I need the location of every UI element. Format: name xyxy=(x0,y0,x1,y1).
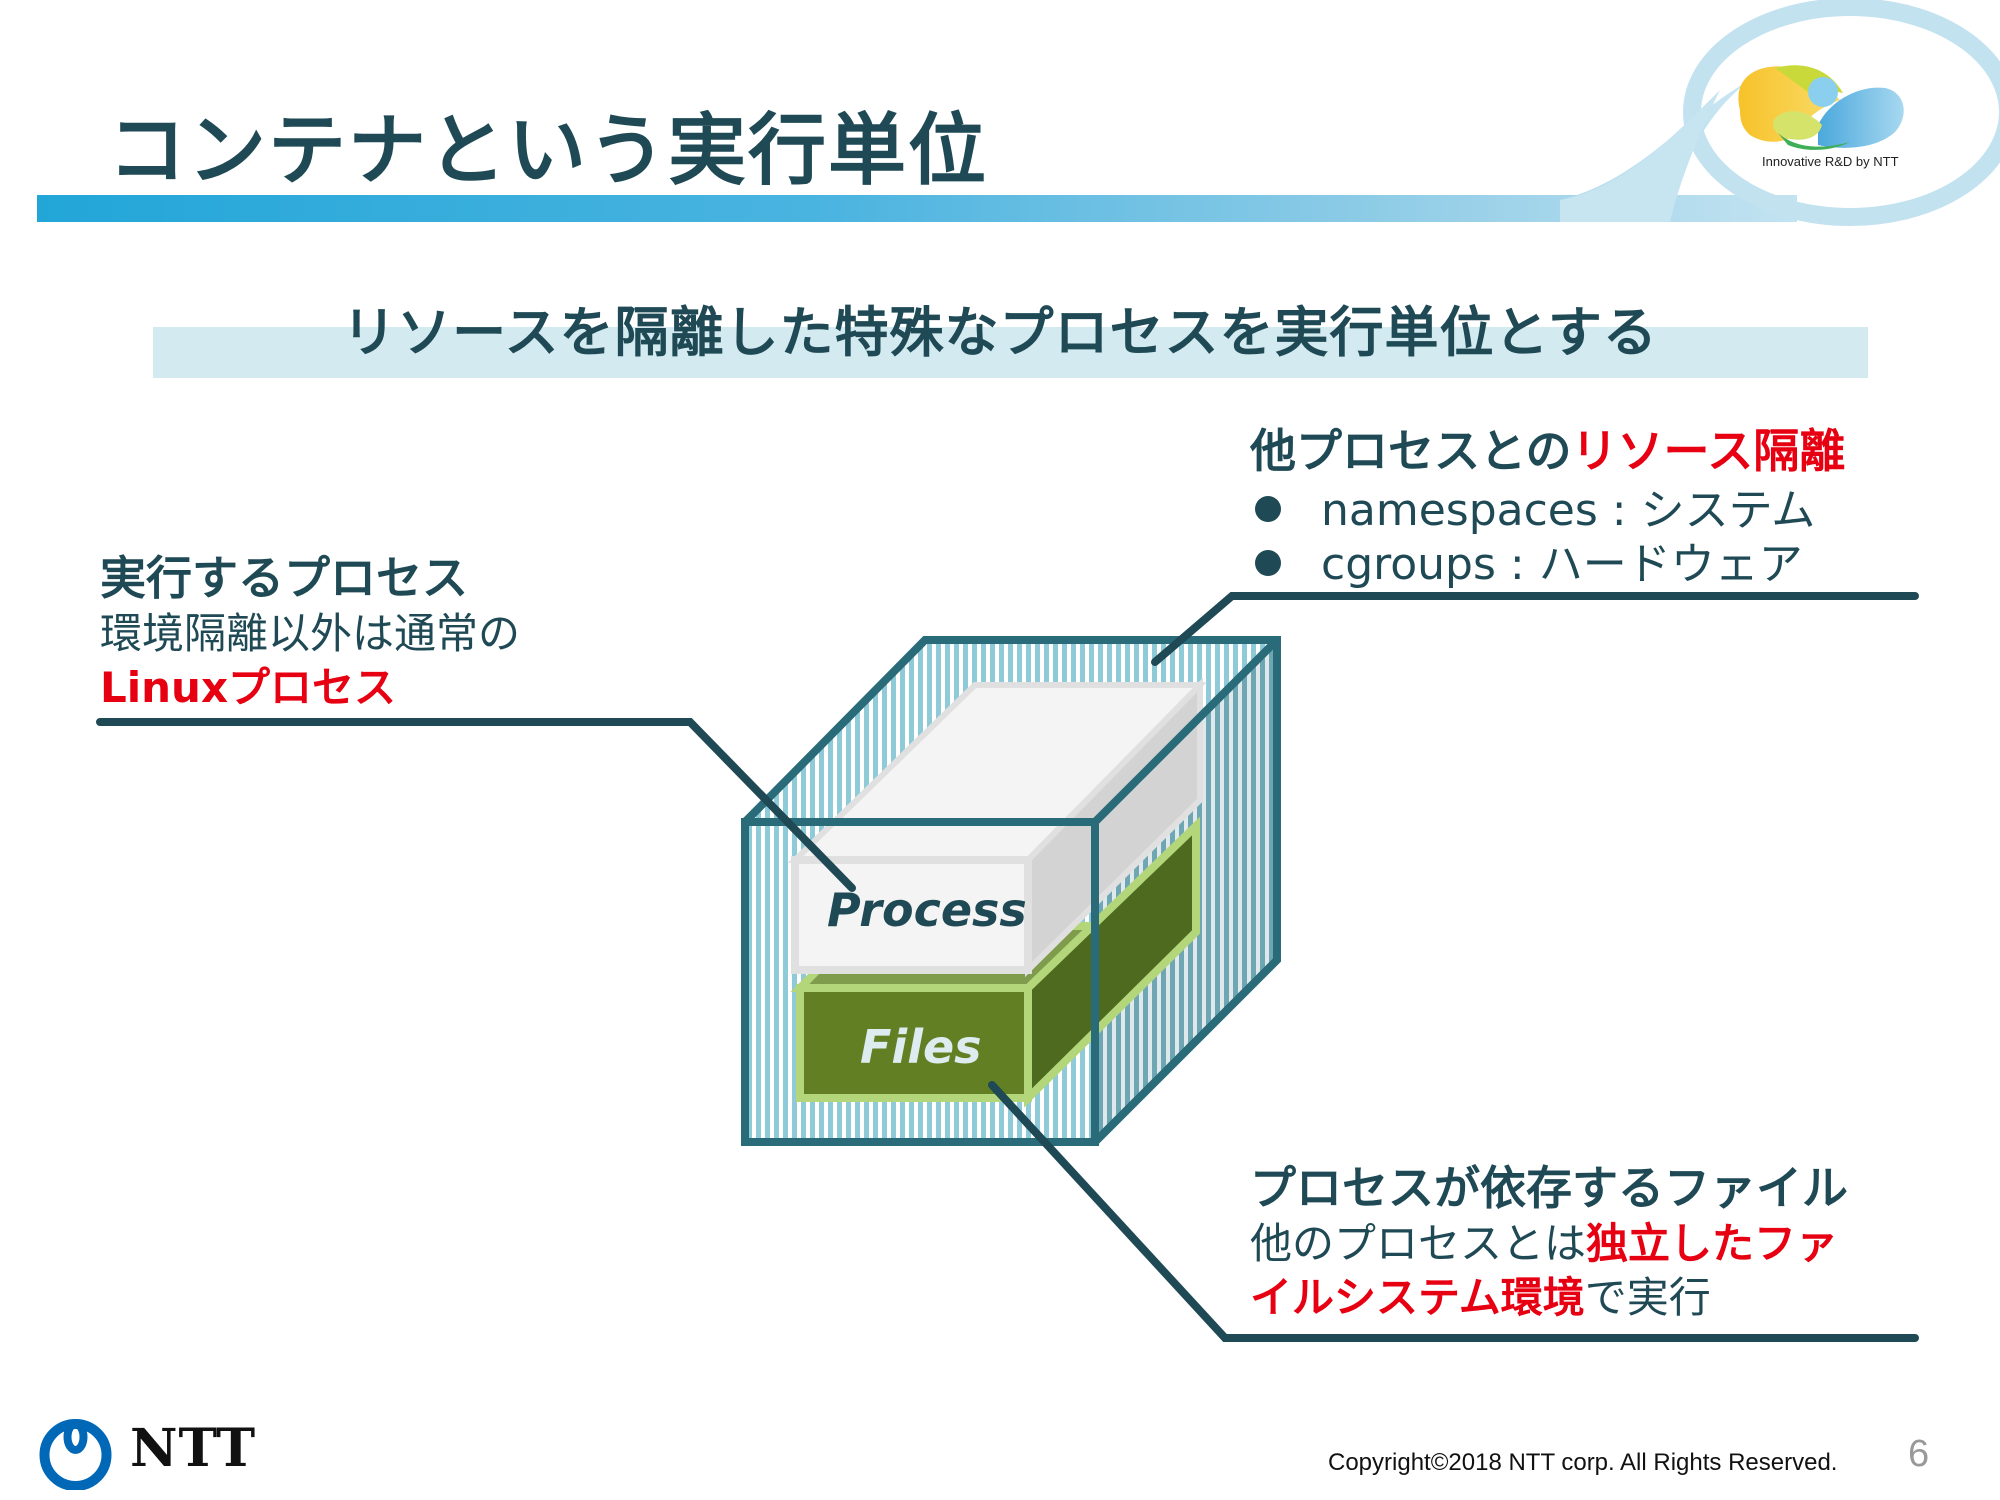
files-label-title: プロセスが依存するファイル xyxy=(1250,1161,1848,1215)
process-block-label: Process xyxy=(827,883,1027,937)
bullet-desc: システム xyxy=(1640,485,1816,536)
ntt-logo-icon xyxy=(39,1419,112,1490)
files-line1-plain: 他のプロセスとは xyxy=(1250,1219,1587,1268)
subtitle-band xyxy=(153,327,1868,378)
isolation-title: 他プロセスとのリソース隔離 xyxy=(1250,415,1845,481)
files-block-front xyxy=(796,984,1032,1102)
process-label-line1: 環境隔離以外は通常の xyxy=(100,609,521,658)
bullet-desc: ハードウェア xyxy=(1538,539,1803,590)
files-line2-plain: で実行 xyxy=(1584,1273,1711,1322)
callout-line-files xyxy=(988,1081,1919,1342)
files-label-line2: イルシステム環境で実行 xyxy=(1250,1264,1711,1325)
bullet-term: namespaces xyxy=(1321,485,1598,536)
bullet-namespaces: namespaces : システム xyxy=(1255,474,1815,538)
title-underline-bar xyxy=(37,195,1797,222)
innovative-rd-logo xyxy=(1560,0,2000,226)
isolation-title-red: リソース隔離 xyxy=(1571,424,1846,478)
process-label-line2: Linuxプロセス xyxy=(100,663,397,712)
slide-subtitle: リソースを隔離した特殊なプロセスを実行単位とする xyxy=(342,301,1658,364)
bullet-dot-icon xyxy=(1255,496,1281,522)
logo-tagline: Innovative R&D by NTT xyxy=(1762,154,1899,169)
bullet-term: cgroups xyxy=(1321,539,1496,590)
files-line1-red: 独立したファ xyxy=(1586,1219,1839,1268)
cube-edges-front xyxy=(741,818,1099,1146)
bullet-cgroups: cgroups : ハードウェア xyxy=(1255,528,1803,592)
callout-line-process xyxy=(96,718,856,892)
ntt-wordmark: NTT xyxy=(130,1418,257,1479)
slide-title: コンテナという実行単位 xyxy=(108,106,989,196)
isolation-title-plain: 他プロセスとの xyxy=(1250,424,1572,478)
bullet-sep: : xyxy=(1495,539,1539,590)
files-block-label: Files xyxy=(860,1020,982,1074)
page-number: 6 xyxy=(1908,1433,1930,1475)
process-block-front xyxy=(791,856,1032,974)
files-label-line1: 他のプロセスとは独立したファ xyxy=(1250,1210,1838,1271)
bullet-dot-icon xyxy=(1255,550,1281,576)
callout-line-isolation xyxy=(1151,592,1919,666)
copyright-notice: Copyright©2018 NTT corp. All Rights Rese… xyxy=(1328,1449,1838,1476)
process-label-title: 実行するプロセス xyxy=(100,551,468,605)
bullet-sep: : xyxy=(1597,485,1641,536)
files-line2-red: イルシステム環境 xyxy=(1250,1273,1585,1322)
